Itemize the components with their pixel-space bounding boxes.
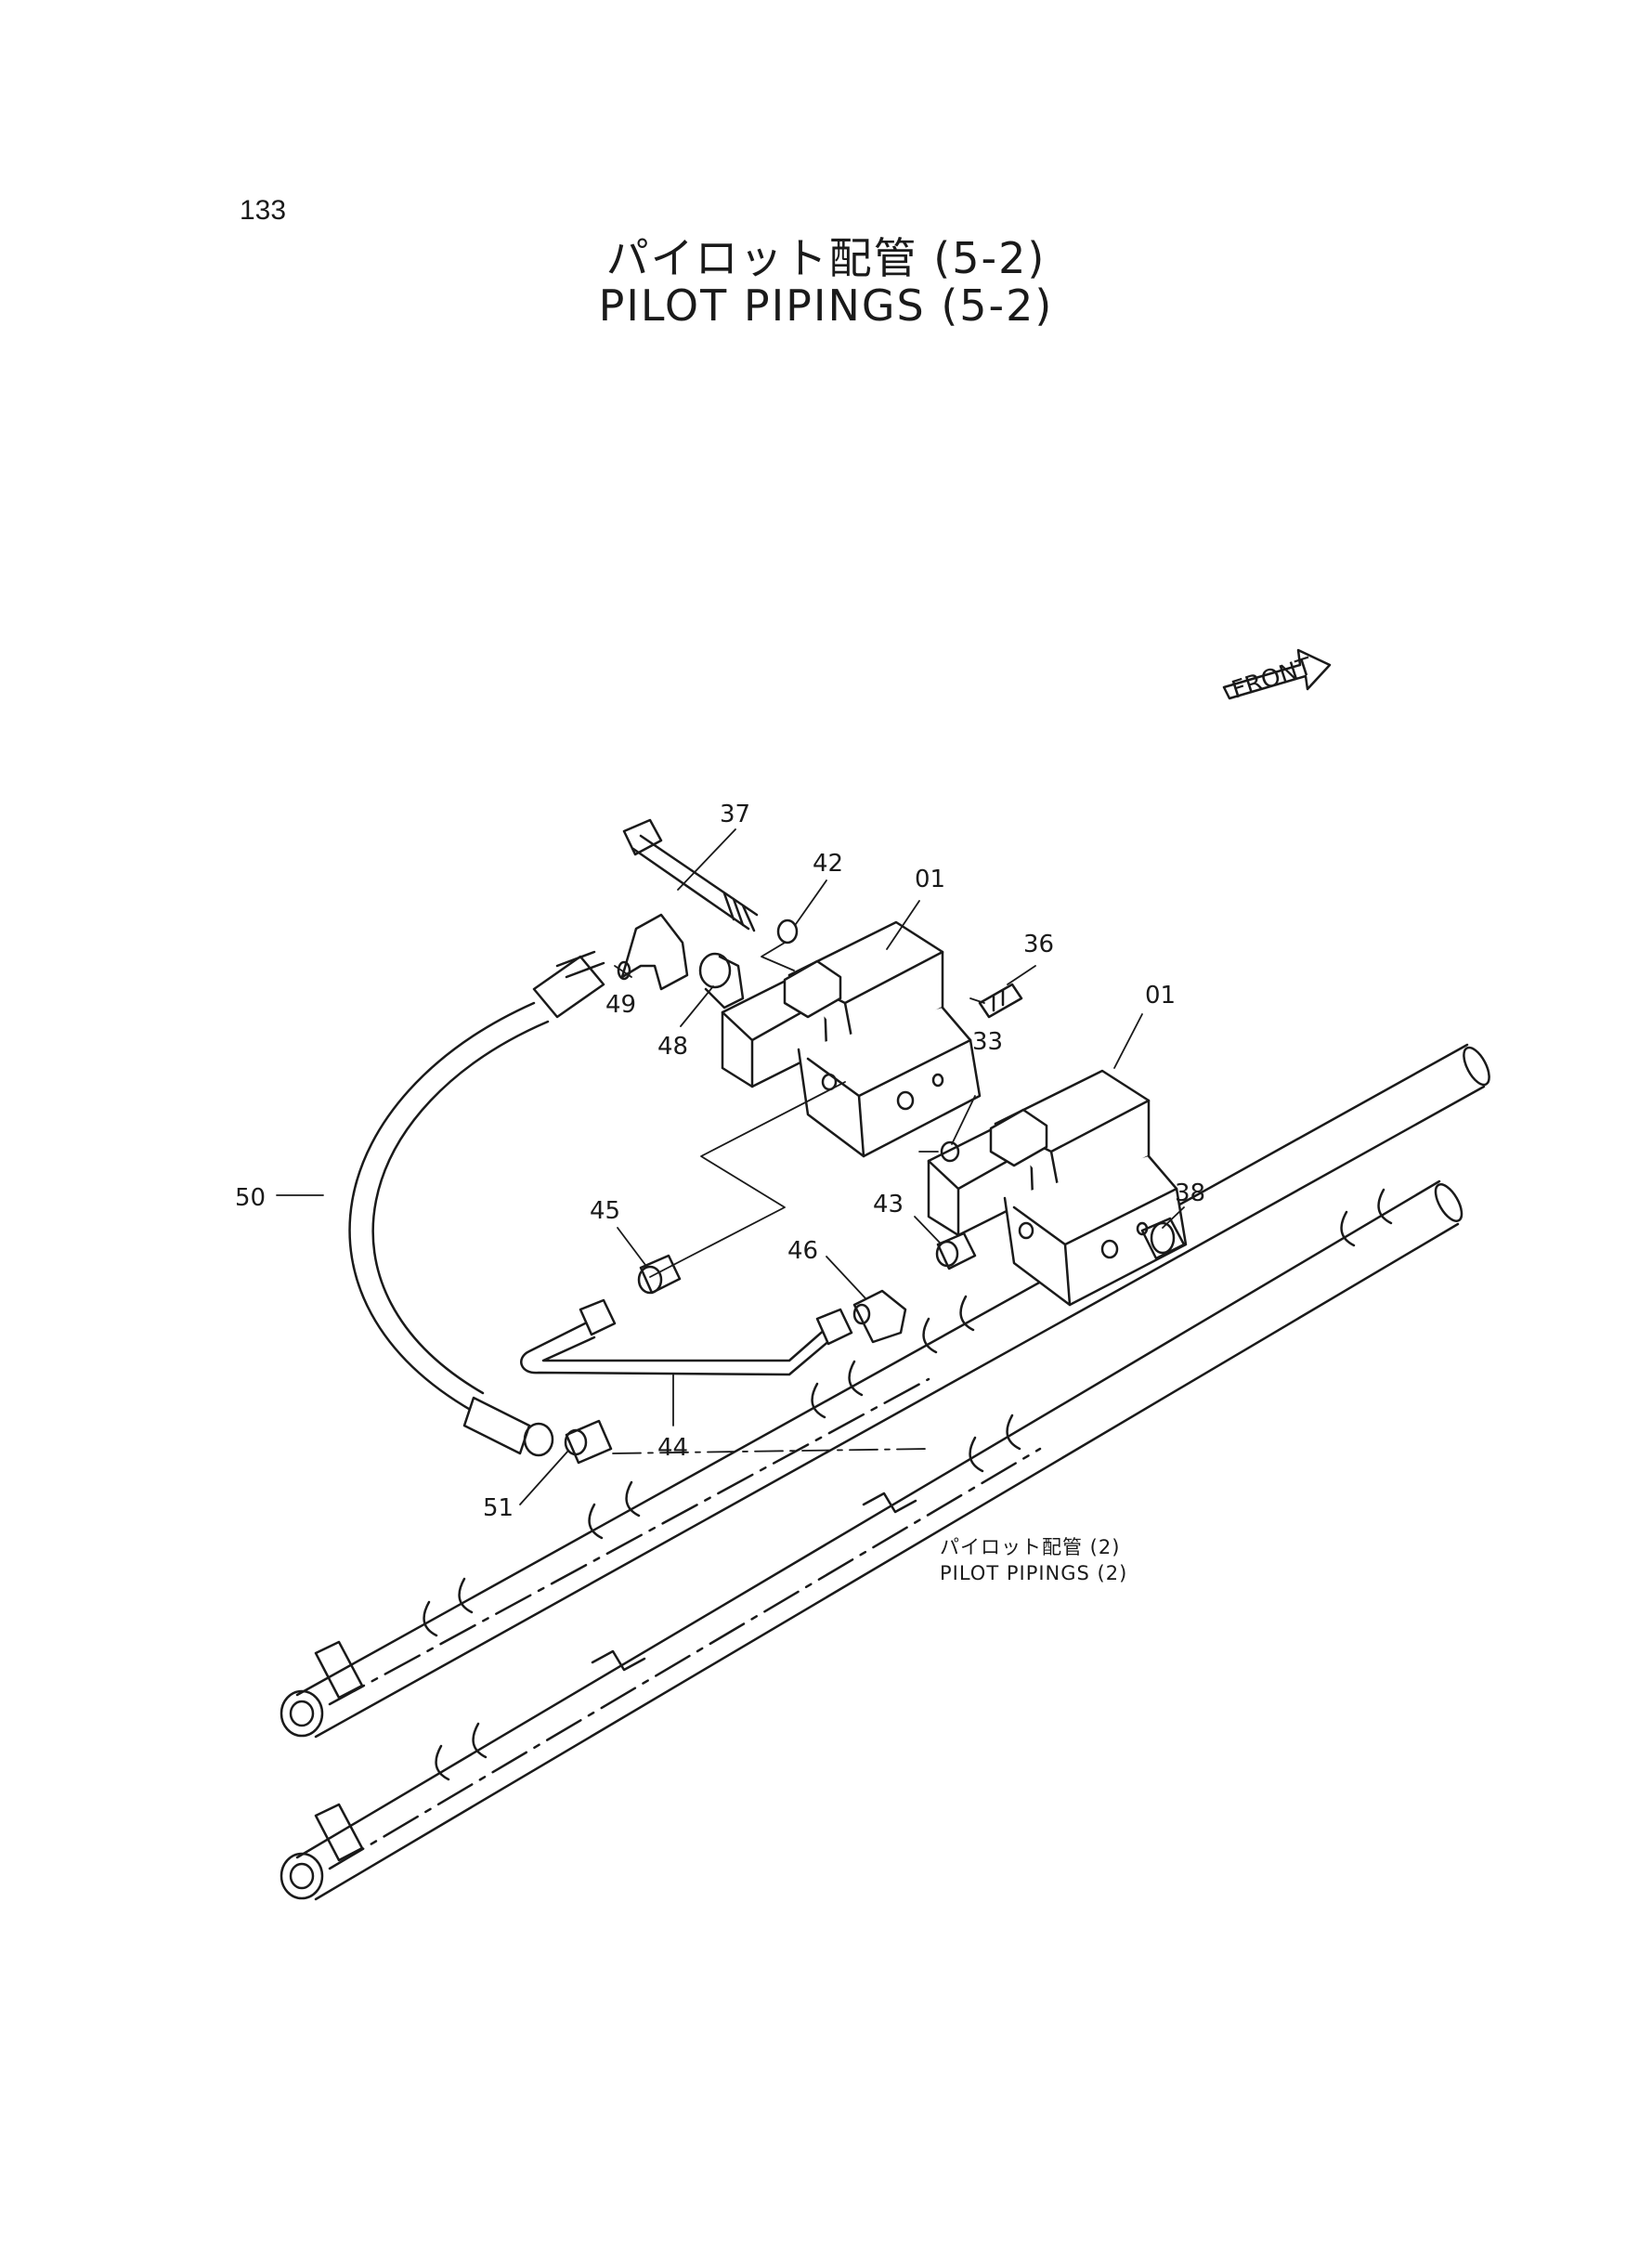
solenoid-valve-upper — [721, 920, 982, 1158]
title-japanese: パイロット配管 (5-2) — [605, 233, 1047, 283]
callout-38: 38 — [1175, 1179, 1205, 1207]
callout-48: 48 — [657, 1033, 688, 1061]
leader-lines — [276, 828, 1185, 1505]
pilot-tube-upper — [280, 1043, 1490, 1739]
callout-51: 51 — [483, 1494, 514, 1522]
fitting-part-51 — [564, 1419, 613, 1465]
callout-44: 44 — [657, 1434, 688, 1462]
title-english: PILOT PIPINGS (5-2) — [598, 280, 1054, 331]
front-arrow-icon — [1222, 648, 1332, 700]
hose-part-50 — [348, 950, 605, 1457]
solenoid-valve-lower — [927, 1069, 1188, 1307]
elbow-part-46 — [852, 1289, 907, 1344]
connection-lines — [612, 942, 985, 1454]
plug-part-38 — [1140, 1217, 1186, 1260]
callout-36: 36 — [1023, 931, 1054, 958]
callout-01-lower: 01 — [1145, 982, 1176, 1010]
callout-50: 50 — [235, 1184, 266, 1212]
washer-part-42 — [776, 919, 799, 945]
callout-43: 43 — [873, 1191, 904, 1218]
reference-note-japanese: パイロット配管 (2) — [940, 1536, 1121, 1558]
page-number: 133 — [240, 195, 287, 226]
elbow-part-49 — [617, 913, 689, 991]
callout-46: 46 — [787, 1237, 818, 1265]
pipe-part-44 — [520, 1298, 853, 1376]
pilot-tube-lower — [280, 1179, 1463, 1901]
front-label: FRONT — [1229, 653, 1316, 705]
fitting-part-45 — [637, 1254, 682, 1295]
tube-branch-stubs — [423, 1183, 1393, 1781]
fitting-part-36 — [978, 983, 1023, 1019]
callout-45: 45 — [590, 1197, 620, 1225]
fitting-part-43 — [935, 1231, 977, 1270]
callout-37: 37 — [720, 801, 750, 828]
oring-part-33 — [940, 1140, 960, 1163]
callout-42: 42 — [813, 850, 843, 878]
reference-note-english: PILOT PIPINGS (2) — [940, 1562, 1128, 1584]
bolt-part-37 — [622, 818, 759, 932]
callout-33: 33 — [972, 1028, 1003, 1056]
adapter-part-48 — [698, 952, 745, 1010]
callout-01-upper: 01 — [915, 866, 945, 893]
callout-49: 49 — [605, 991, 636, 1019]
